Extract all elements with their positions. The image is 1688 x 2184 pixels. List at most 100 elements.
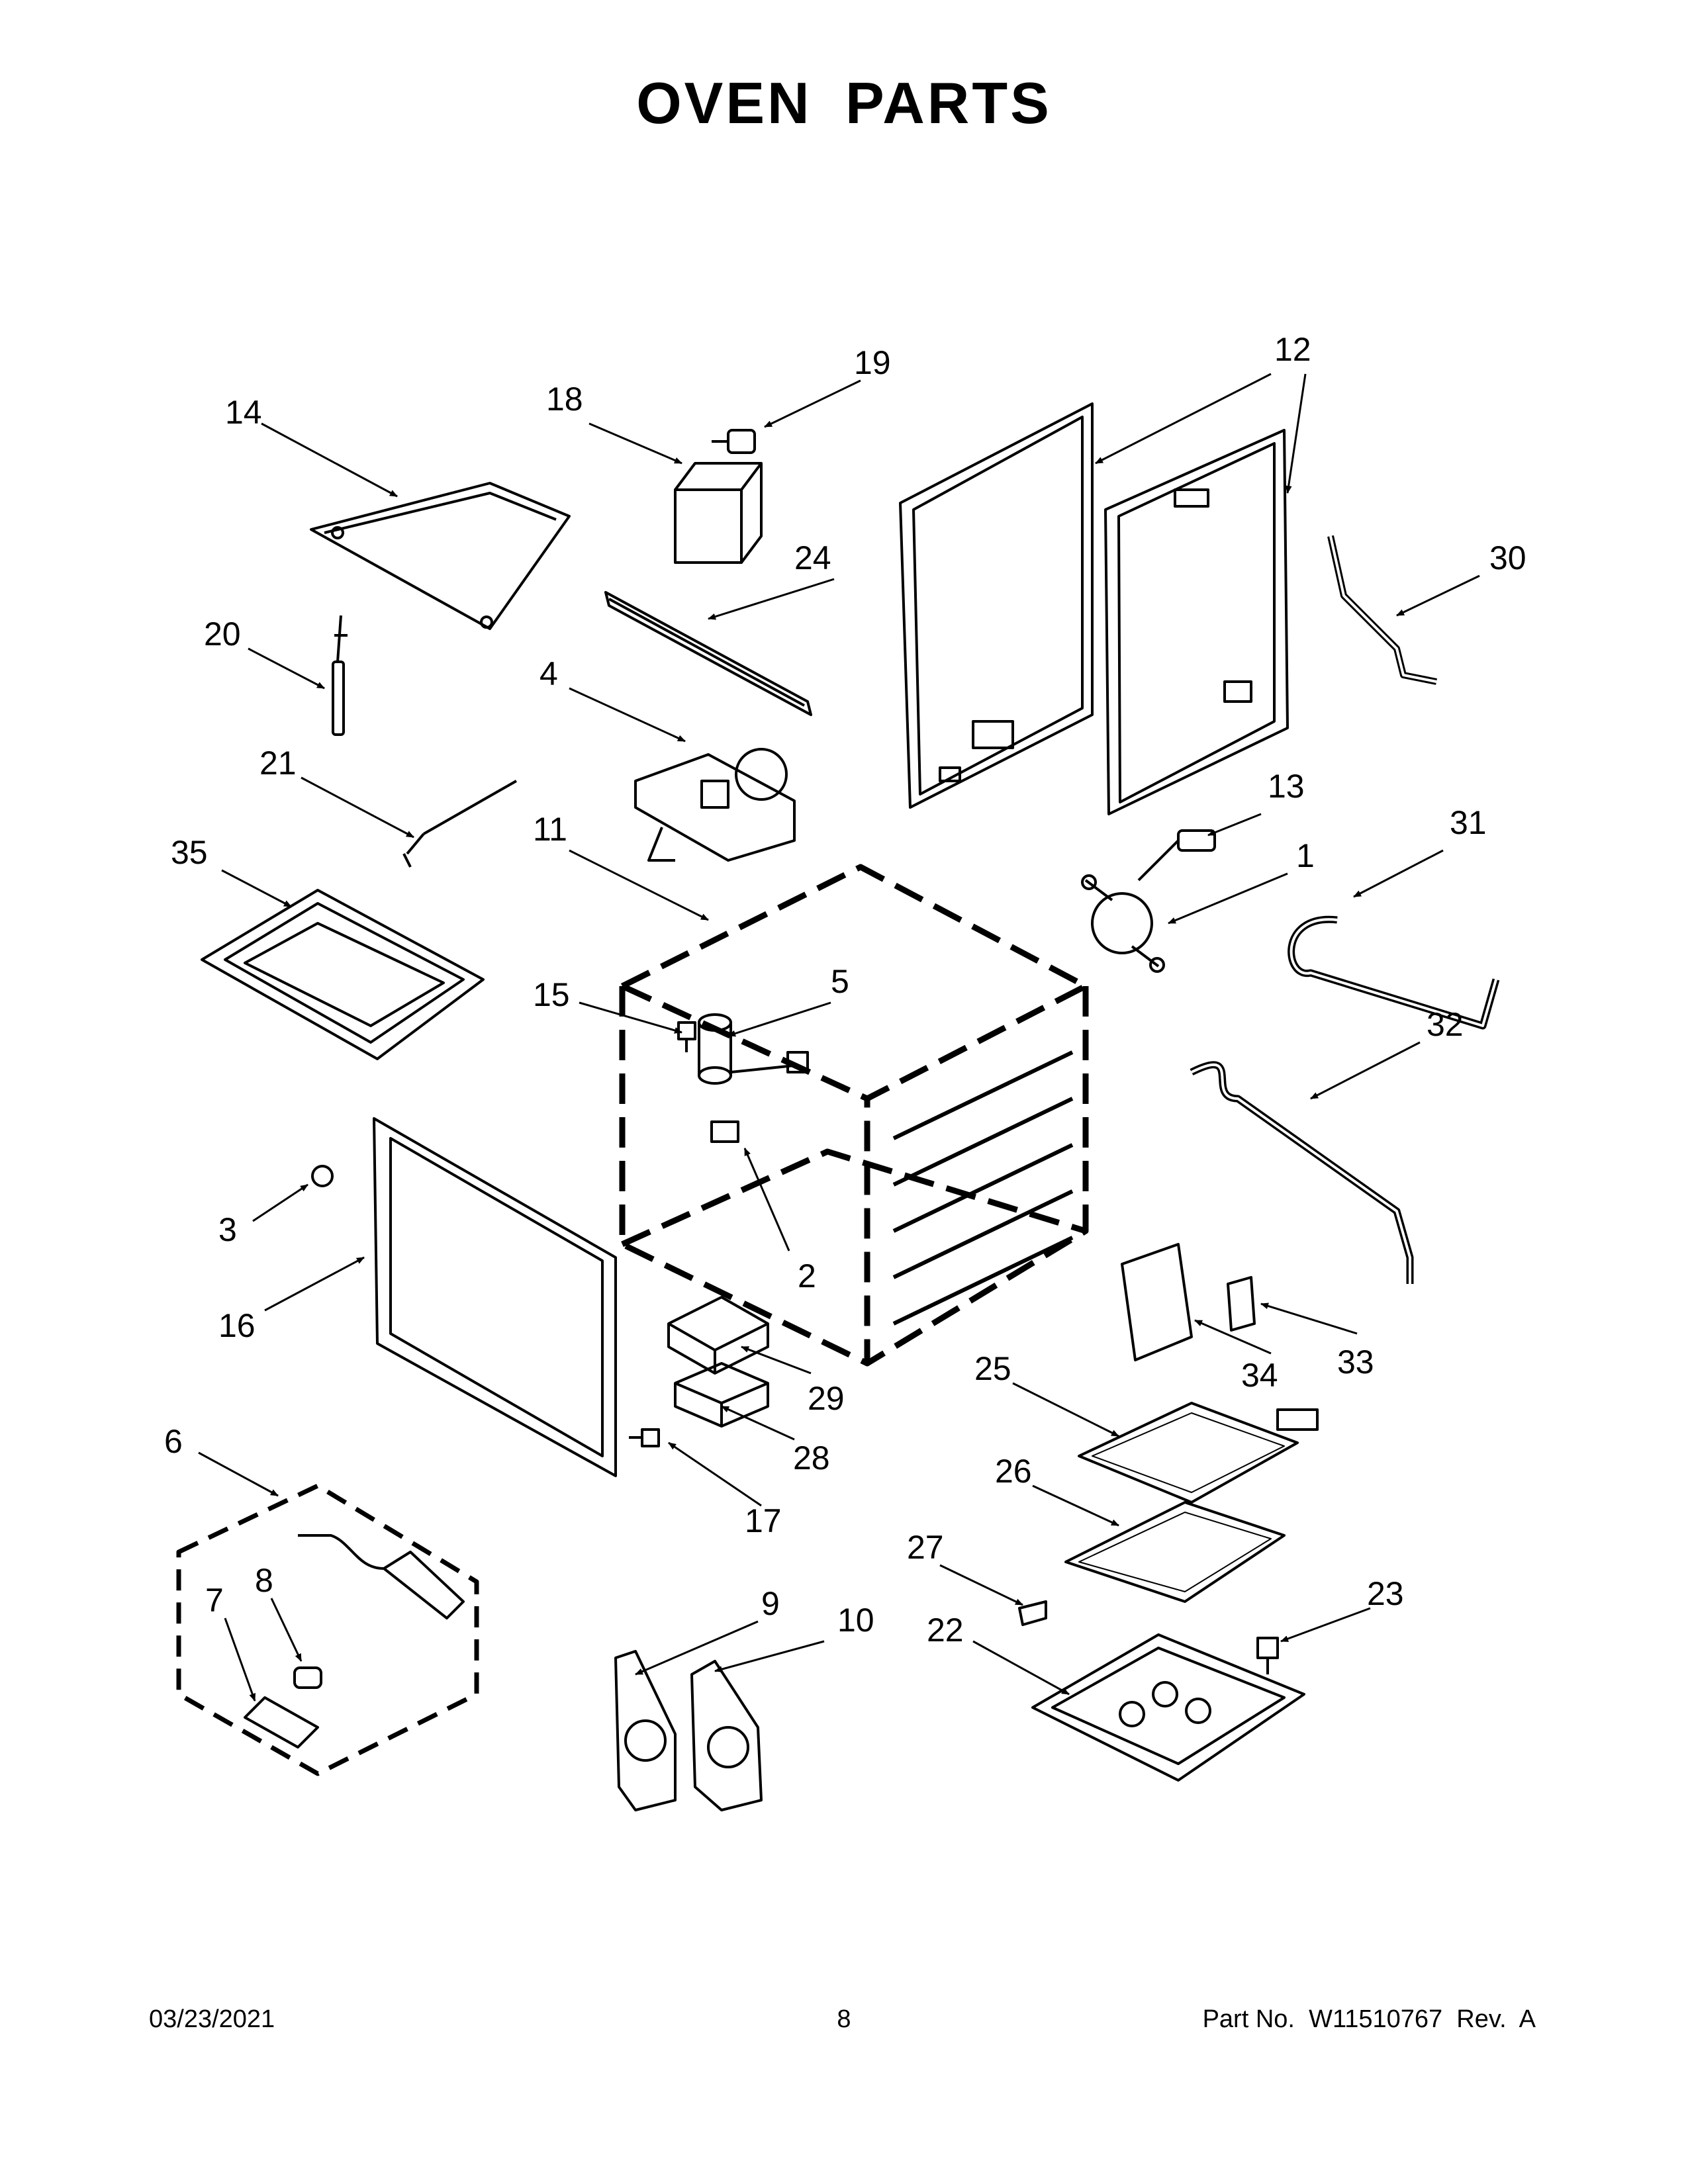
callout-30: 30 [1489, 539, 1526, 576]
leader-17 [668, 1441, 762, 1507]
leader-22 [972, 1640, 1070, 1696]
part-28-block [674, 1362, 769, 1428]
part-21-probe [402, 780, 517, 868]
leader-11 [569, 849, 709, 921]
part-7-lens [244, 1696, 319, 1749]
leader-34 [1194, 1319, 1272, 1355]
part-8-bulb [293, 1666, 322, 1689]
callout-28: 28 [793, 1439, 830, 1477]
callout-5: 5 [831, 963, 849, 1000]
page-title: OVEN PARTS [636, 70, 1052, 136]
leader-23 [1280, 1607, 1371, 1643]
callout-10: 10 [837, 1602, 874, 1639]
callout-34: 34 [1241, 1357, 1278, 1394]
leader-16 [264, 1256, 365, 1312]
part-16-frame [373, 1117, 617, 1477]
part-14-shield [310, 482, 571, 630]
leader-19 [764, 379, 861, 428]
part-25-broil-burner [1078, 1402, 1319, 1504]
leader-12a [1095, 373, 1272, 465]
callout-1: 1 [1296, 837, 1315, 874]
leader-35 [221, 869, 292, 908]
part-31-tube [1288, 915, 1500, 1030]
callout-labels: 1 2 3 4 5 6 7 8 9 10 11 12 13 14 15 16 1… [164, 331, 1526, 1649]
callout-35: 35 [171, 834, 208, 871]
part-2-connector [710, 1120, 739, 1143]
footer-date: 03/23/2021 [149, 2005, 275, 2033]
part-17-screw [629, 1428, 660, 1447]
callout-21: 21 [259, 745, 297, 782]
footer-page-number: 8 [837, 2005, 851, 2033]
callout-7: 7 [205, 1582, 224, 1619]
part-30-tube [1327, 535, 1437, 685]
part-29-box [667, 1296, 769, 1375]
callout-3: 3 [218, 1211, 237, 1248]
part-6-harness [298, 1534, 465, 1619]
part-26-bake-burner [1064, 1501, 1286, 1603]
leader-3 [252, 1183, 308, 1222]
part-11-oven-cavity [619, 864, 1089, 1367]
callout-26: 26 [995, 1453, 1032, 1490]
part-1-limit-switch [1081, 874, 1165, 973]
leader-25 [1012, 1382, 1119, 1437]
callout-27: 27 [907, 1529, 944, 1566]
callout-22: 22 [927, 1612, 964, 1649]
leader-21 [301, 776, 414, 839]
callout-23: 23 [1367, 1575, 1404, 1612]
leader-9 [635, 1620, 759, 1676]
part-13-igniter [1137, 829, 1216, 882]
part-22-drip-pan [1031, 1633, 1305, 1782]
part-3-plug [311, 1165, 334, 1187]
part-24-rail [604, 591, 812, 716]
leader-5 [727, 1001, 831, 1037]
leader-10 [714, 1640, 825, 1672]
callout-15: 15 [533, 976, 570, 1013]
part-35-tray [201, 889, 485, 1060]
leader-15 [579, 1001, 682, 1034]
leader-24 [708, 578, 835, 620]
leader-20 [248, 647, 325, 690]
part-11-cavity-ribs [892, 1050, 1074, 1326]
callout-12: 12 [1274, 331, 1311, 368]
part-15-bolt [677, 1021, 696, 1052]
leader-26 [1032, 1484, 1119, 1527]
leader-32 [1310, 1041, 1421, 1100]
leader-6 [198, 1451, 279, 1497]
callout-25: 25 [974, 1350, 1011, 1387]
callout-17: 17 [745, 1502, 782, 1539]
callout-14: 14 [225, 394, 262, 431]
leader-31 [1353, 849, 1444, 898]
callout-29: 29 [808, 1380, 845, 1417]
callout-16: 16 [218, 1307, 256, 1344]
callout-33: 33 [1337, 1343, 1374, 1381]
footer-part-number: Part No. W11510767 Rev. A [1202, 2005, 1536, 2033]
callout-19: 19 [854, 344, 891, 381]
callout-13: 13 [1268, 768, 1305, 805]
leader-18 [588, 422, 682, 465]
part-6-kit-outline [176, 1483, 479, 1776]
leader-30 [1396, 574, 1480, 617]
part-20-electrode [332, 615, 348, 736]
callout-9: 9 [761, 1585, 780, 1622]
leader-2 [743, 1148, 790, 1251]
callout-8: 8 [255, 1562, 273, 1599]
leader-lines [198, 373, 1480, 1702]
callout-11: 11 [533, 811, 567, 848]
part-12-panel-left [899, 402, 1094, 809]
part-4-igniter-assembly [634, 748, 796, 862]
callout-18: 18 [546, 381, 583, 418]
part-32-tube [1190, 1061, 1414, 1284]
part-12-panel-right [1104, 429, 1289, 815]
part-9-hinge [614, 1650, 677, 1811]
part-33-clip [1227, 1276, 1256, 1332]
part-27-bracket [1018, 1600, 1047, 1626]
part-10-hinge [690, 1660, 763, 1811]
callout-31: 31 [1450, 804, 1487, 841]
leader-4 [569, 687, 686, 743]
leader-13 [1207, 813, 1262, 837]
callout-20: 20 [204, 615, 241, 653]
part-23-screw [1256, 1637, 1279, 1674]
leader-14 [261, 422, 398, 498]
callout-6: 6 [164, 1423, 183, 1460]
